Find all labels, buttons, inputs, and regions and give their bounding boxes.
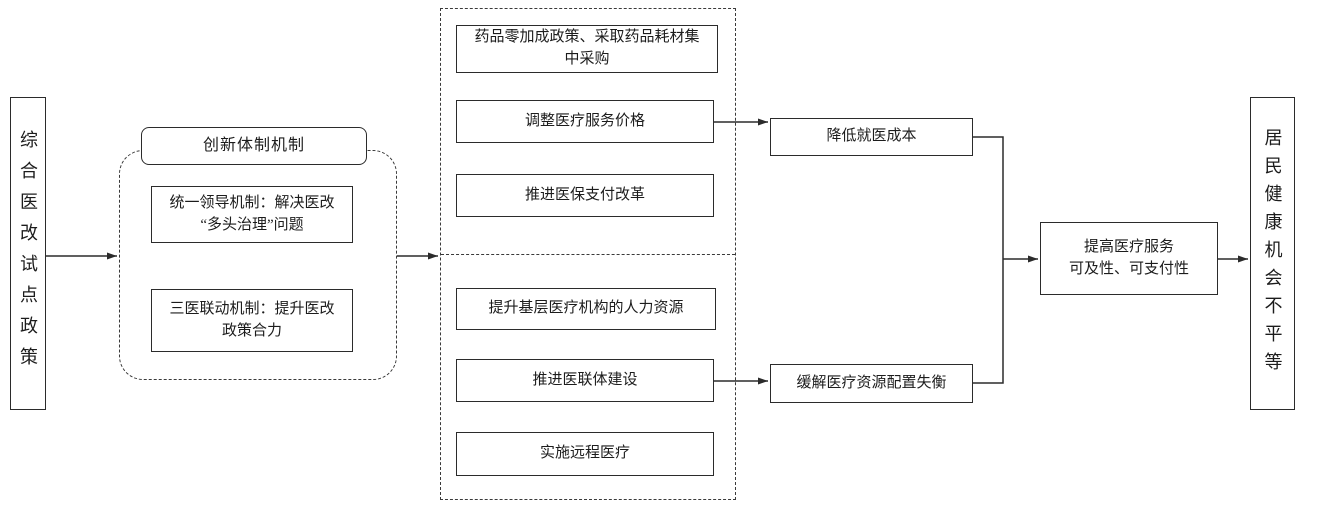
node-unified-leadership: 统一领导机制：解决医改 “多头治理”问题 <box>151 186 353 243</box>
node-zero-markup-procurement-label: 药品零加成政策、采取药品耗材集 中采购 <box>474 29 700 67</box>
node-grassroots-hr-label: 提升基层医疗机构的人力资源 <box>488 300 684 317</box>
group-innovation-title: 创新体制机制 <box>141 127 367 165</box>
node-unified-leadership-label: 统一领导机制：解决医改 “多头治理”问题 <box>169 194 335 233</box>
node-lower-medical-cost-label: 降低就医成本 <box>826 128 917 145</box>
node-grassroots-hr: 提升基层医疗机构的人力资源 <box>456 288 716 330</box>
group-measures-divider <box>441 254 735 255</box>
connector-allocation-to-junction <box>973 259 1004 384</box>
node-source-policy-label: 综合医改试点政策 <box>18 129 39 378</box>
node-three-medical-linkage-label: 三医联动机制：提升医改 政策合力 <box>169 300 335 339</box>
group-measures <box>440 8 736 500</box>
node-adjust-service-price-label: 调整医疗服务价格 <box>524 112 645 129</box>
node-insurance-payment-reform: 推进医保支付改革 <box>456 174 714 217</box>
node-medical-alliance-label: 推进医联体建设 <box>532 371 638 388</box>
node-source-policy: 综合医改试点政策 <box>10 97 46 410</box>
connector-cost-to-junction <box>973 136 1004 259</box>
node-improve-access-affordability-label: 提高医疗服务 可及性、可支付性 <box>1068 238 1189 277</box>
node-telemedicine-label: 实施远程医疗 <box>539 445 630 462</box>
node-insurance-payment-reform-label: 推进医保支付改革 <box>524 186 645 203</box>
group-innovation-title-label: 创新体制机制 <box>202 137 305 155</box>
node-ease-resource-imbalance: 缓解医疗资源配置失衡 <box>770 364 973 403</box>
node-medical-alliance: 推进医联体建设 <box>456 359 714 402</box>
node-ease-resource-imbalance-label: 缓解医疗资源配置失衡 <box>796 374 947 391</box>
node-three-medical-linkage: 三医联动机制：提升医改 政策合力 <box>151 289 353 352</box>
node-lower-medical-cost: 降低就医成本 <box>770 118 973 156</box>
node-health-inequality: 居民健康机会不平等 <box>1250 97 1295 410</box>
node-improve-access-affordability: 提高医疗服务 可及性、可支付性 <box>1040 222 1218 295</box>
node-telemedicine: 实施远程医疗 <box>456 432 714 476</box>
node-adjust-service-price: 调整医疗服务价格 <box>456 100 714 143</box>
node-health-inequality-label: 居民健康机会不平等 <box>1262 127 1283 380</box>
node-zero-markup-procurement: 药品零加成政策、采取药品耗材集 中采购 <box>456 25 718 73</box>
